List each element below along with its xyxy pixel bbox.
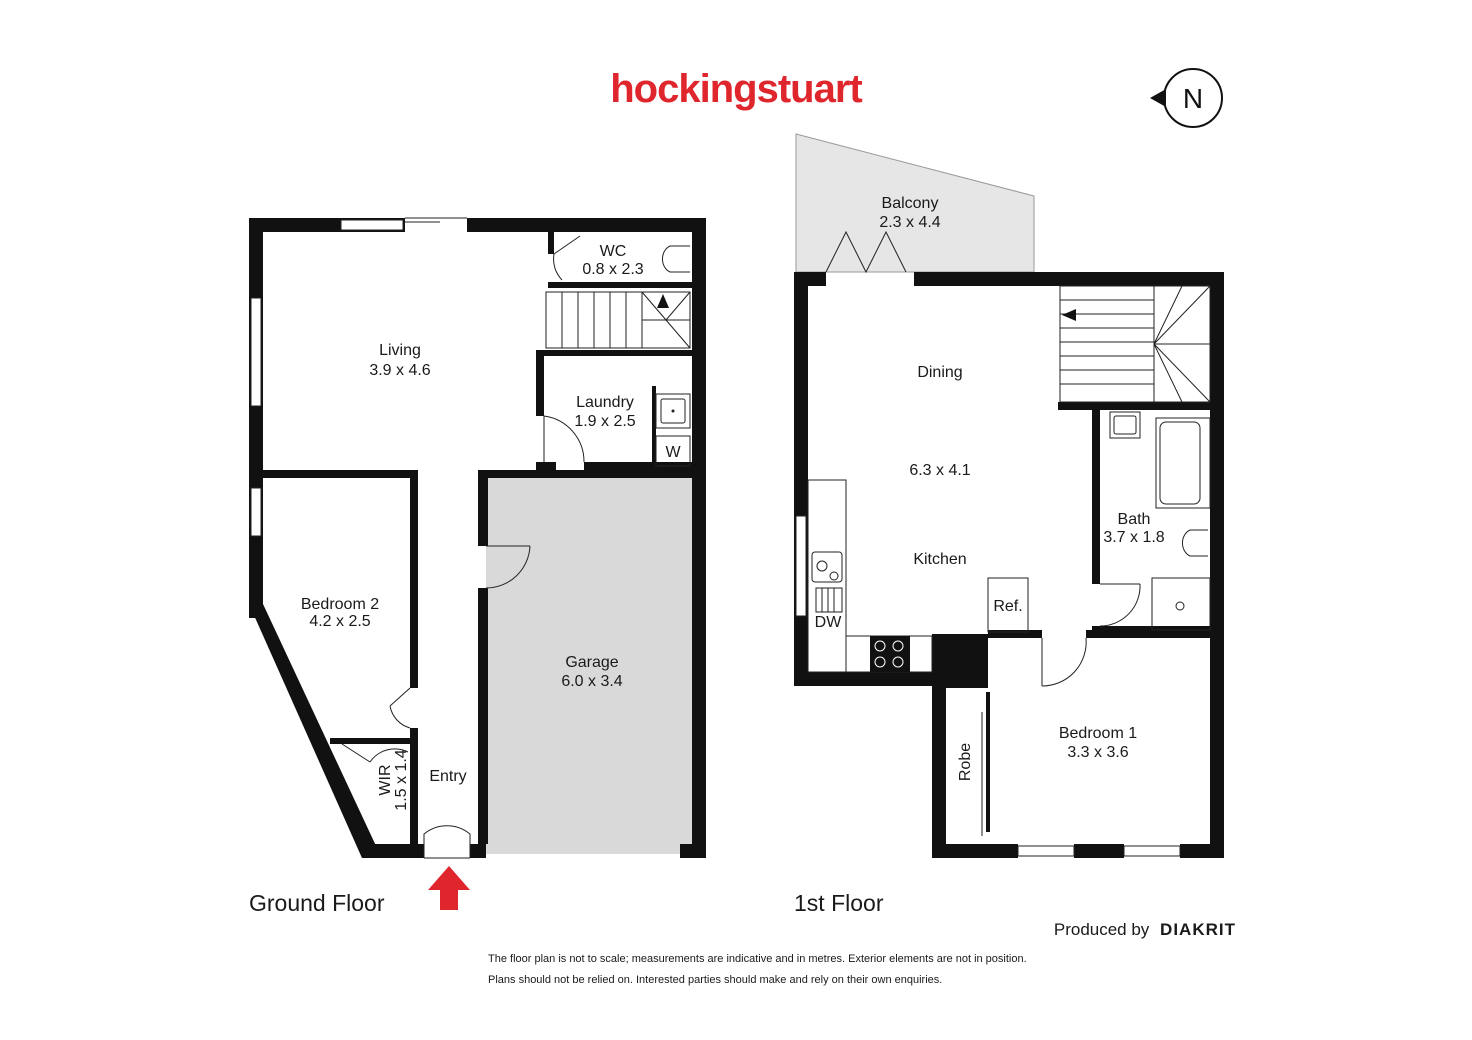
laundry-dims: 1.9 x 2.5 — [574, 413, 635, 430]
brand-logo: hockingstuart — [610, 67, 862, 111]
garage-label: Garage — [565, 654, 618, 671]
bath-dims: 3.7 x 1.8 — [1103, 529, 1164, 546]
bedroom1-dims: 3.3 x 3.6 — [1067, 744, 1128, 761]
compass-letter: N — [1183, 83, 1203, 114]
bedroom2-label: Bedroom 2 — [301, 596, 379, 613]
wir-dims: 1.5 x 1.4 — [393, 749, 410, 810]
credit-company: DIAKRIT — [1160, 920, 1236, 939]
bath-label: Bath — [1118, 511, 1151, 528]
dining-label: Dining — [917, 364, 962, 381]
living-dims: 3.9 x 4.6 — [369, 362, 430, 379]
laundry-label: Laundry — [576, 394, 634, 411]
fridge-label: Ref. — [993, 598, 1022, 615]
first-floor-plan: Balcony 2.3 x 4.4 Dining 6.3 x 4.1 Kitch… — [794, 133, 1224, 858]
dishwasher-label: DW — [815, 614, 843, 631]
produced-by-credit: Produced by DIAKRIT — [1054, 920, 1236, 939]
ground-stairs — [545, 291, 691, 349]
balcony-label: Balcony — [882, 195, 939, 212]
garage-dims: 6.0 x 3.4 — [561, 673, 622, 690]
living-label: Living — [379, 342, 421, 359]
cooktop-icon — [870, 636, 910, 672]
wc-label: WC — [600, 243, 627, 260]
disclaimer-line-2: Plans should not be relied on. Intereste… — [488, 974, 942, 986]
bedroom1-label: Bedroom 1 — [1059, 725, 1137, 742]
robe-label: Robe — [957, 743, 974, 781]
ground-floor-plan: Living 3.9 x 4.6 WC 0.8 x 2.3 Laundry 1.… — [249, 217, 706, 910]
entry-arrow-icon — [428, 866, 470, 910]
first-floor-stairs — [1059, 285, 1211, 403]
compass-north-icon: N — [1150, 68, 1223, 128]
credit-prefix: Produced by — [1054, 920, 1150, 939]
kitchen-label: Kitchen — [913, 551, 966, 568]
wc-dims: 0.8 x 2.3 — [582, 261, 643, 278]
ground-floor-title: Ground Floor — [249, 890, 385, 916]
dining-kitchen-dims: 6.3 x 4.1 — [909, 462, 970, 479]
washer-label: W — [665, 444, 681, 461]
wir-label: WIR — [377, 764, 394, 795]
balcony-dims: 2.3 x 4.4 — [879, 214, 940, 231]
bedroom2-dims: 4.2 x 2.5 — [309, 613, 370, 630]
garage-floor — [486, 478, 692, 854]
entry-label: Entry — [429, 768, 466, 785]
first-floor-title: 1st Floor — [794, 890, 884, 916]
disclaimer-line-1: The floor plan is not to scale; measurem… — [488, 953, 1027, 965]
